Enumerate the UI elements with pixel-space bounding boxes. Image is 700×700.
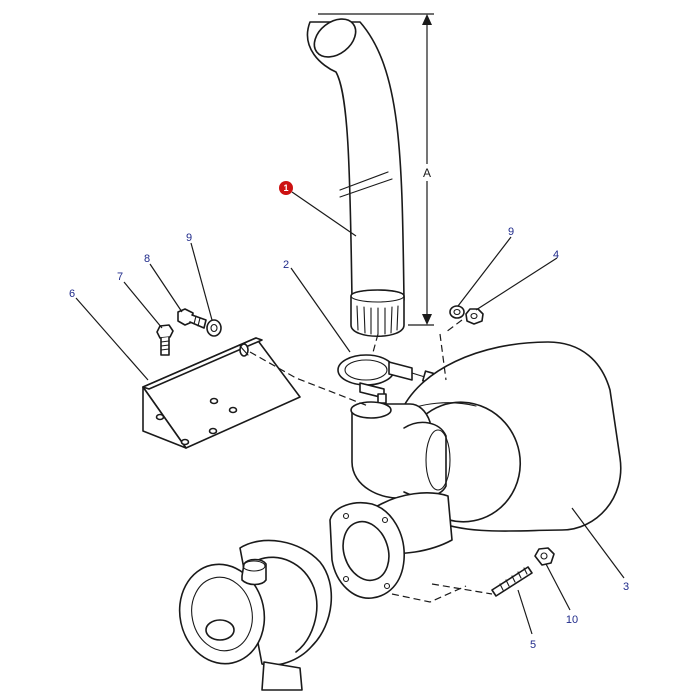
callout-4: 4 <box>553 249 559 261</box>
callout-2: 2 <box>283 259 289 271</box>
turbocharger-housing <box>178 539 333 691</box>
bolt-7 <box>156 324 174 356</box>
bolt-8 <box>177 308 207 329</box>
assembly-lines <box>249 319 493 603</box>
dimension-a: A <box>318 13 435 326</box>
washer-9-right <box>449 305 465 319</box>
callout-5: 5 <box>530 639 536 651</box>
callout-1: 1 <box>283 183 288 193</box>
callout-9-right: 9 <box>508 226 514 238</box>
callout-9-left: 9 <box>186 232 192 244</box>
dimension-a-label: A <box>423 166 431 180</box>
exhaust-pipe <box>306 18 405 338</box>
inlet-flange <box>329 502 405 599</box>
callout-1-badge: 1 <box>279 181 293 195</box>
callout-10: 10 <box>566 614 578 626</box>
callout-7: 7 <box>117 271 123 283</box>
leader-lines <box>75 191 625 635</box>
washer-9-left <box>206 319 222 337</box>
nut-10 <box>534 547 555 566</box>
callout-3: 3 <box>623 581 629 593</box>
mounting-bracket <box>142 337 301 449</box>
nut-4 <box>465 308 484 325</box>
muffler <box>350 341 622 555</box>
callout-6: 6 <box>69 288 75 300</box>
stud-5 <box>491 566 533 597</box>
callout-8: 8 <box>144 253 150 265</box>
